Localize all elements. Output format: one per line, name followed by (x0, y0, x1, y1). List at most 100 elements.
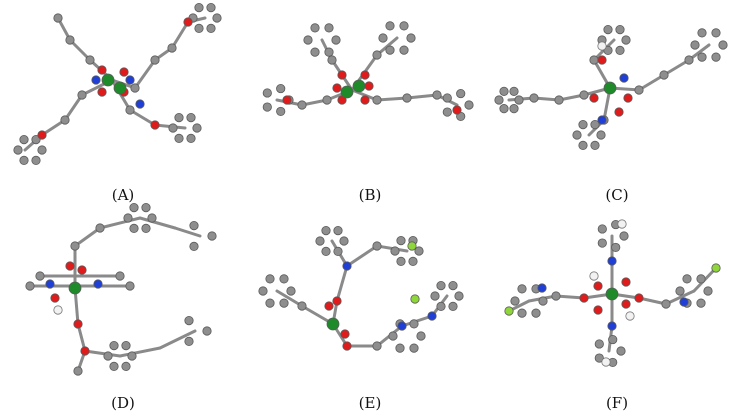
carbon-atom (408, 256, 418, 266)
carbon-atom (327, 55, 337, 65)
nitrogen-atom (537, 283, 547, 293)
nitrogen-atom (93, 279, 103, 289)
oxygen-atom (37, 130, 47, 140)
carbon-atom (184, 336, 194, 346)
carbon-atom (372, 95, 382, 105)
molecule-e-structure (258, 226, 464, 353)
nitrogen-atom (597, 115, 607, 125)
carbon-atom (615, 25, 625, 35)
carbon-atom (303, 35, 313, 45)
carbon-atom (202, 326, 212, 336)
hydrogen-atom (597, 41, 607, 51)
carbon-atom (538, 296, 548, 306)
carbon-atom (130, 83, 140, 93)
carbon-atom (409, 319, 419, 329)
carbon-atom (390, 246, 400, 256)
carbon-atom (661, 299, 671, 309)
oxygen-atom (332, 296, 342, 306)
carbon-atom (611, 242, 621, 253)
nitrogen-atom (91, 75, 101, 85)
carbon-atom (454, 291, 464, 301)
oxygen-atom (183, 17, 193, 27)
carbon-atom (396, 256, 406, 266)
nitrogen-atom (619, 73, 629, 83)
carbon-atom (194, 23, 204, 33)
oxygen-atom (73, 319, 83, 329)
carbon-atom (129, 223, 139, 233)
carbon-atom (690, 40, 700, 50)
carbon-atom (442, 93, 452, 103)
carbon-atom (184, 316, 194, 326)
carbon-atom (194, 3, 204, 13)
carbon-atom (95, 223, 105, 233)
carbon-atom (603, 25, 613, 35)
oxygen-atom (593, 281, 603, 291)
nitrogen-atom (135, 99, 145, 109)
carbon-atom (385, 45, 395, 55)
carbon-atom (399, 45, 409, 55)
molecule-a-structure (13, 3, 222, 165)
carbon-atom (594, 353, 604, 363)
carbon-atom (125, 105, 135, 115)
carbon-atom (310, 47, 320, 57)
panel-e-label: (E) (358, 394, 382, 412)
carbon-atom (19, 135, 29, 145)
oxygen-atom (593, 305, 603, 315)
carbon-atom (125, 281, 135, 291)
oxygen-atom (332, 83, 342, 93)
carbon-atom (147, 213, 157, 223)
carbon-atom (718, 40, 728, 50)
metal-atom (101, 73, 115, 87)
carbon-atom (127, 351, 137, 361)
carbon-atom (339, 236, 349, 246)
carbon-atom (402, 93, 412, 103)
carbon-atom (696, 274, 706, 284)
carbon-atom (276, 106, 286, 117)
carbon-atom (634, 85, 644, 95)
carbon-atom (589, 55, 599, 65)
carbon-atom (186, 113, 196, 123)
carbon-atom (696, 298, 706, 308)
nitrogen-atom (45, 279, 55, 289)
molecule-e-bonds (275, 239, 449, 348)
molecule-e-atoms (258, 226, 464, 353)
hydrogen-atom (53, 305, 63, 315)
carbon-atom (494, 95, 504, 105)
panel-d: (D) (0, 203, 246, 412)
carbon-atom (372, 341, 382, 351)
molecule-d-structure (25, 203, 217, 376)
carbon-atom (436, 281, 446, 291)
carbon-atom (456, 88, 466, 99)
oxygen-atom (80, 346, 90, 356)
carbon-atom (499, 86, 509, 96)
carbon-atom (388, 331, 398, 341)
carbon-atom (395, 343, 405, 353)
oxygen-atom (623, 93, 633, 103)
carbon-atom (167, 43, 177, 53)
nitrogen-atom (679, 297, 689, 307)
carbon-atom (85, 55, 95, 65)
nitrogen-atom (607, 321, 617, 331)
oxygen-atom (97, 65, 107, 75)
carbon-atom (396, 236, 406, 246)
carbon-atom (150, 55, 160, 65)
carbon-atom (189, 241, 199, 251)
panel-c: (C) (494, 0, 740, 206)
carbon-atom (192, 123, 202, 133)
metal-atom (68, 281, 82, 295)
hydrogen-atom (625, 311, 635, 321)
nitrogen-atom (607, 256, 617, 266)
carbon-atom (531, 308, 541, 318)
carbon-atom (594, 339, 604, 349)
oxygen-atom (340, 329, 350, 339)
nitrogen-atom (125, 75, 135, 85)
carbon-atom (279, 298, 289, 308)
carbon-atom (324, 47, 334, 57)
molecule-a-atoms (13, 3, 222, 165)
carbon-atom (615, 45, 625, 55)
carbon-atom (529, 93, 539, 103)
carbon-atom (333, 226, 343, 236)
carbon-atom (25, 281, 35, 291)
carbon-atom (189, 221, 199, 231)
carbon-atom (77, 90, 87, 100)
